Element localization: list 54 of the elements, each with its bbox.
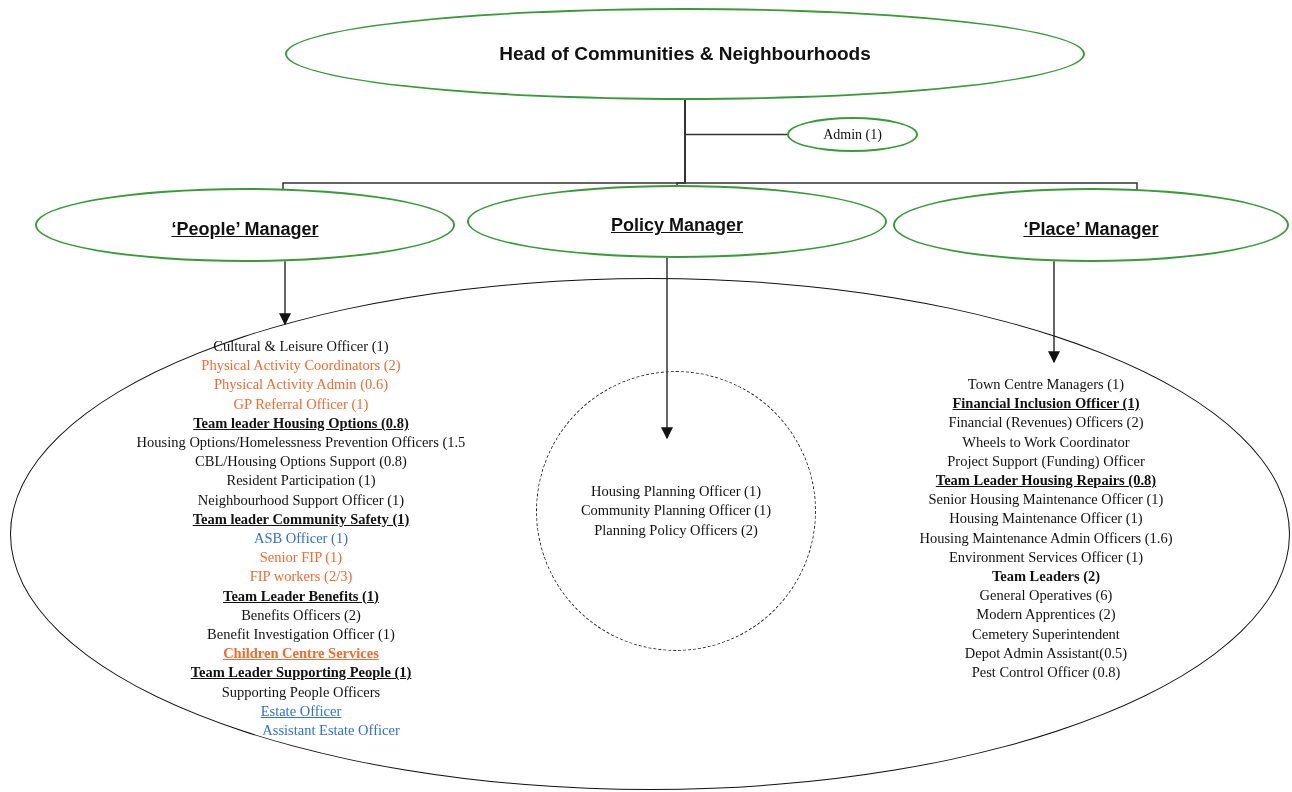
role-text: Cemetery Superintendent <box>972 624 1120 644</box>
role-text: Depot Admin Assistant(0.5) <box>964 643 1128 663</box>
role-text: Town Centre Managers (1) <box>967 375 1125 394</box>
manager-ellipse <box>35 188 455 262</box>
admin-ellipse <box>787 117 918 152</box>
role-text: Supporting People Officers <box>221 682 381 702</box>
title-text: Head of Communities & Neighbourhoods <box>499 43 871 65</box>
team-leader-text: Children Centre Services <box>223 644 379 664</box>
arrow <box>1048 260 1060 364</box>
role-text: Assistant Estate Officer <box>262 721 400 741</box>
team-leader-text: Team leader Housing Options (0.8) <box>193 413 409 433</box>
connector-line <box>684 99 1138 191</box>
manager-ellipse <box>467 185 887 258</box>
role-text: Housing Planning Officer (1) <box>590 482 762 502</box>
team-leader-text: Team Leader Benefits (1) <box>223 586 379 606</box>
role-text: Pest Control Officer (0.8) <box>971 663 1121 683</box>
role-text: Planning Policy Officers (2) <box>594 520 758 540</box>
role-text: Estate Officer <box>260 701 342 721</box>
manager-ellipse <box>893 188 1289 262</box>
role-text: General Operatives (6) <box>979 586 1113 606</box>
role-title: Admin (1) <box>823 126 882 143</box>
role-text: Cultural & Leisure Officer (1) <box>213 337 389 356</box>
role-text: Financial (Revenues) Officers (2) <box>948 413 1144 433</box>
role-text: Environment Services Officer (1) <box>948 547 1144 567</box>
role-text: CBL/Housing Options Support (0.8) <box>195 452 407 472</box>
role-text: Physical Activity Coordinators (2) <box>201 356 401 376</box>
role-text: Housing Options/Homelessness Prevention Officers (1.5 <box>136 433 466 452</box>
role-text: Senior Housing Maintenance Officer (1) <box>928 490 1164 510</box>
role-title: ‘People’ Manager <box>171 218 319 240</box>
team-leader-text: Team Leader Supporting People (1) <box>190 663 412 683</box>
arrow <box>661 257 673 440</box>
team-leader-text: Team leader Community Safety (1) <box>192 509 410 529</box>
role-text: Benefit Investigation Officer (1) <box>207 625 395 645</box>
role-text: Benefits Officers (2) <box>241 605 361 625</box>
role-title: Policy Manager <box>610 215 743 236</box>
team-leader-text: Team Leaders (2) <box>991 567 1101 587</box>
role-text: GP Referral Officer (1) <box>233 394 369 414</box>
role-text: Senior FIP (1) <box>259 548 343 568</box>
role-text: Resident Participation (1) <box>226 471 376 491</box>
role-text: Modern Apprentices (2) <box>976 605 1116 625</box>
role-text: Housing Maintenance Officer (1) <box>949 509 1143 529</box>
role-text: FIP workers (2/3) <box>249 567 353 587</box>
role-text: ASB Officer (1) <box>254 529 348 549</box>
role-text: Project Support (Funding) Officer <box>947 451 1145 471</box>
head-ellipse <box>285 8 1085 100</box>
role-text: Housing Maintenance Admin Officers (1.6) <box>919 528 1173 548</box>
role-title: ‘Place’ Manager <box>1023 218 1159 240</box>
team-leader-text: Financial Inclusion Officer (1) <box>952 394 1140 414</box>
arrow <box>279 260 291 326</box>
team-leader-text: Team Leader Housing Repairs (0.8) <box>935 471 1157 490</box>
role-text: Physical Activity Admin (0.6) <box>214 375 388 395</box>
role-text: Wheels to Work Coordinator <box>962 432 1130 452</box>
role-text: Neighbourhood Support Officer (1) <box>197 490 405 510</box>
role-text: Community Planning Officer (1) <box>580 501 772 521</box>
